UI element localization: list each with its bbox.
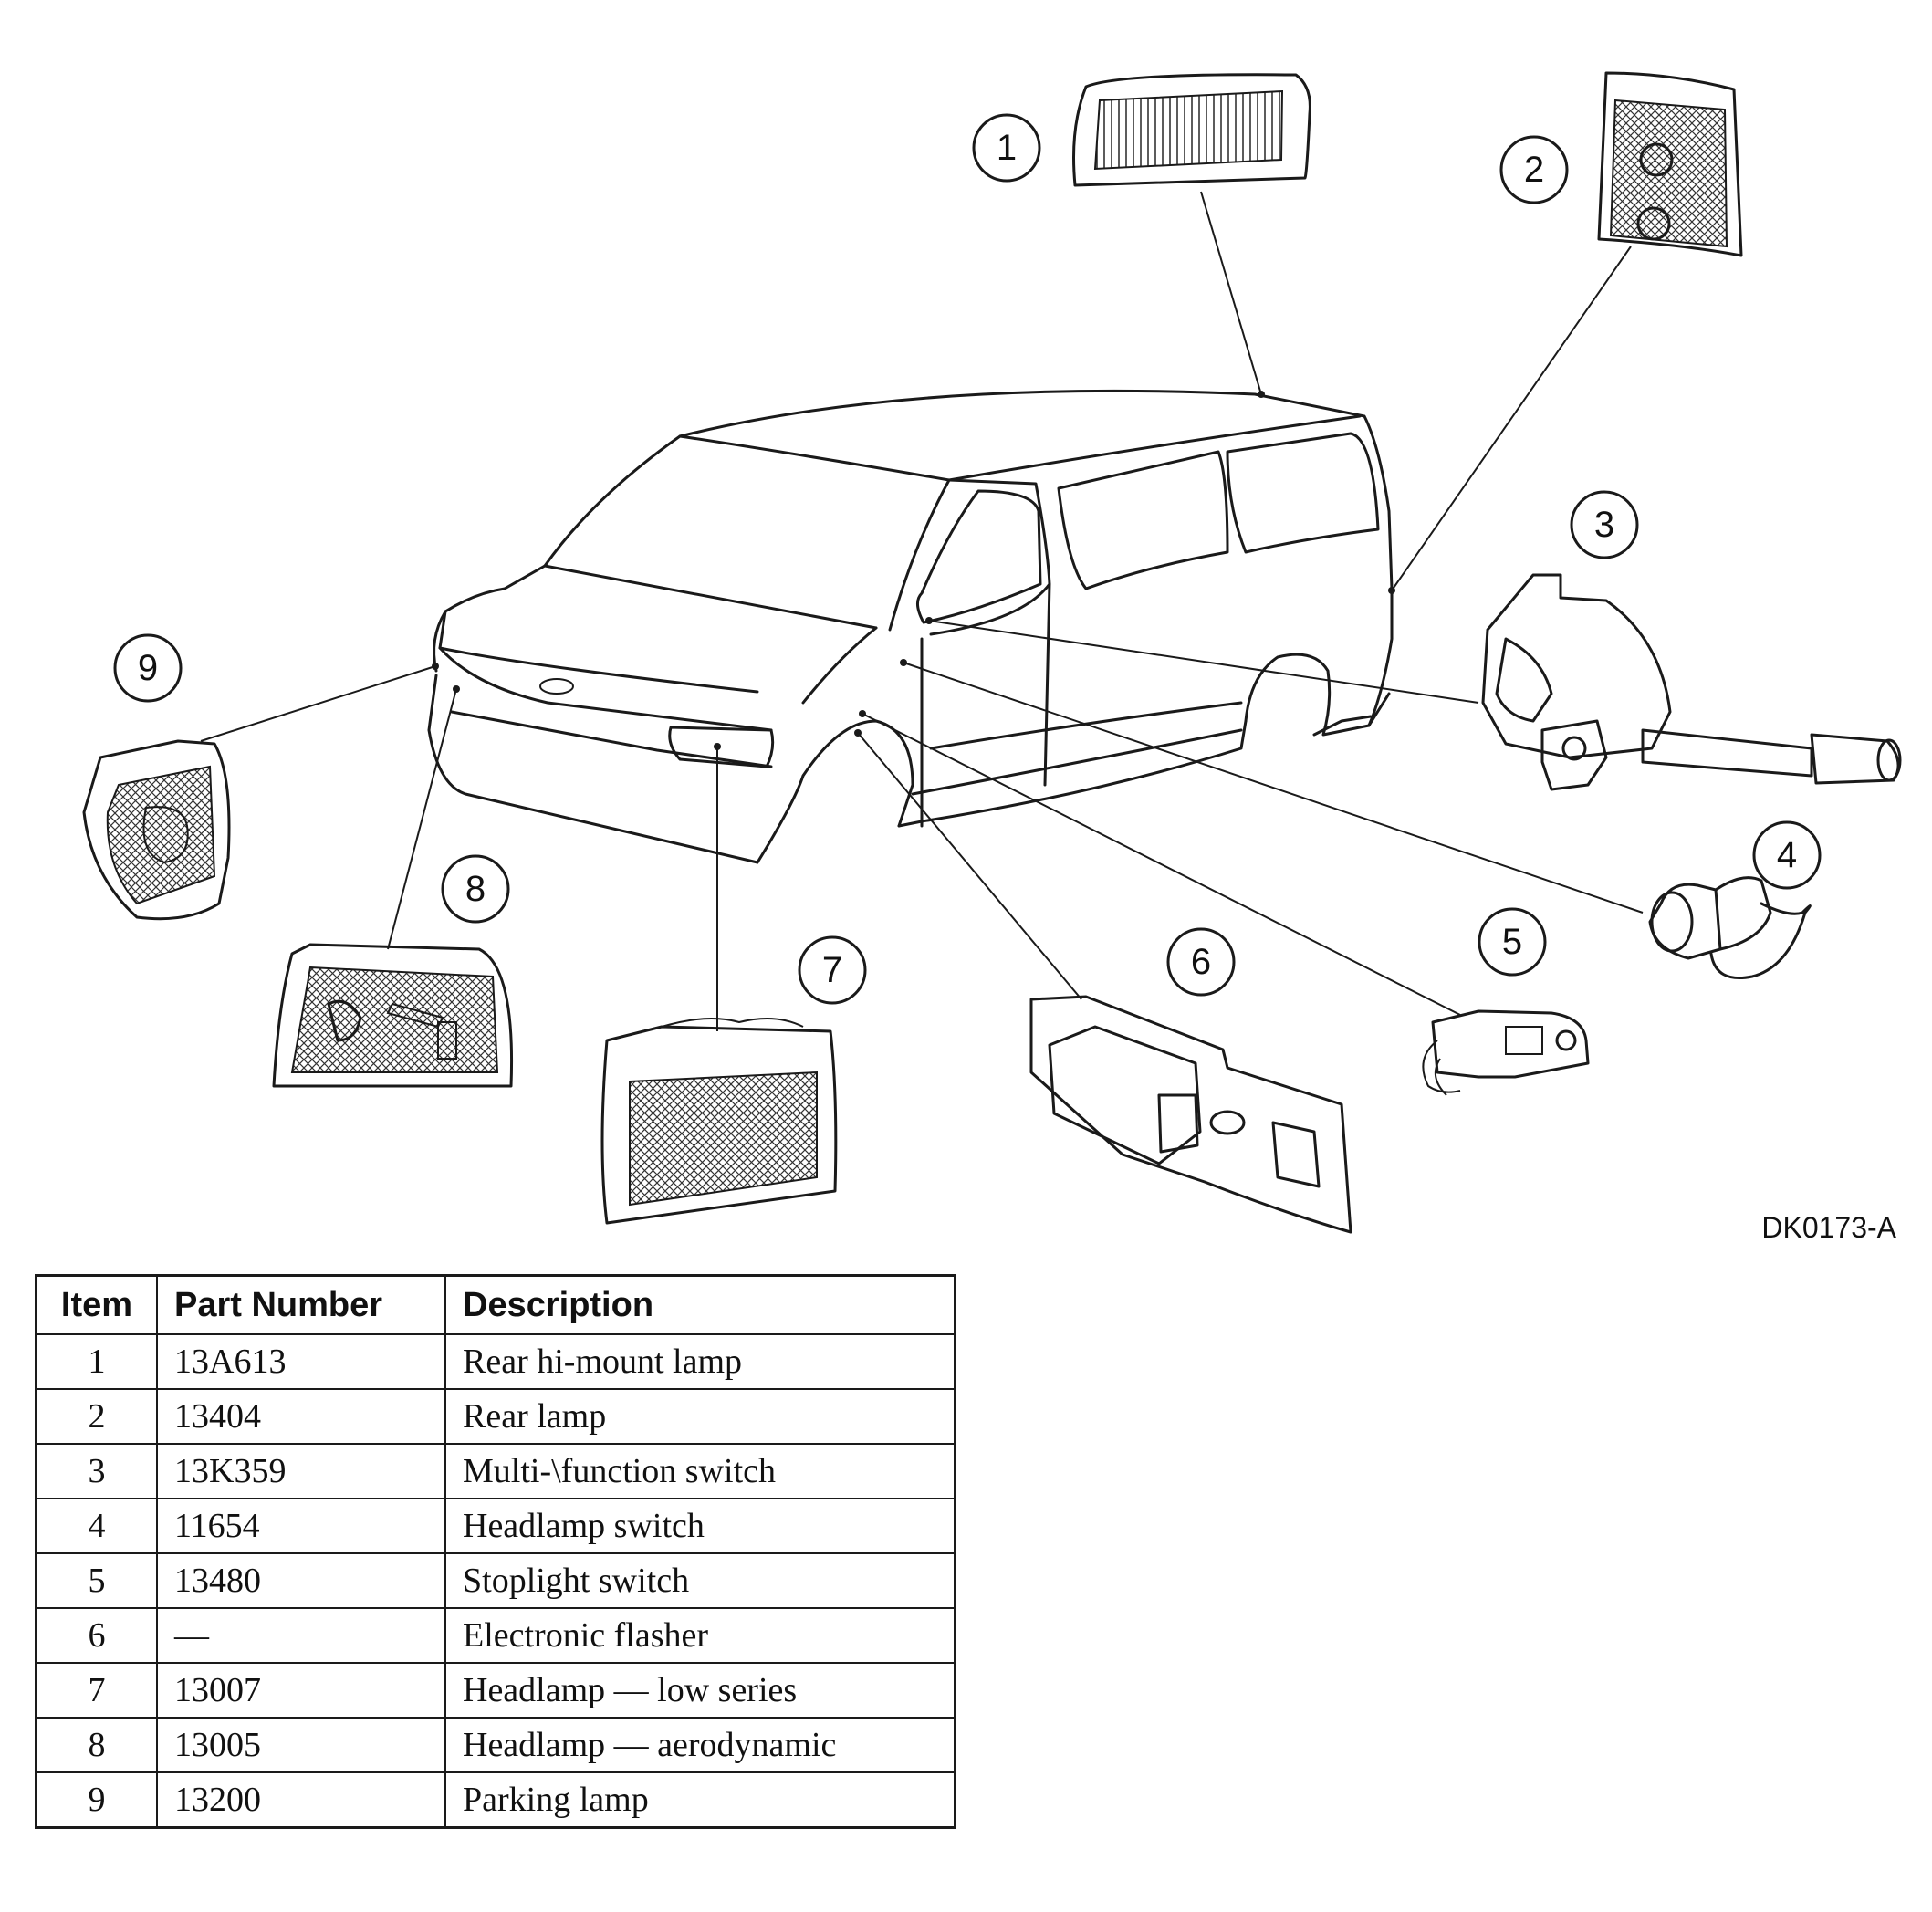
cell-description: Stoplight switch: [444, 1552, 956, 1609]
callout-8-label: 8: [465, 869, 486, 909]
cell-description: Headlamp switch: [444, 1498, 956, 1554]
headlamp-switch-drawing: [900, 659, 1812, 980]
rear-lamp-drawing: [1388, 71, 1743, 594]
callout-8: 8: [441, 854, 510, 924]
table-row: 8 13005 Headlamp — aerodynamic: [35, 1717, 956, 1773]
headlamp-low-series-drawing: [600, 743, 838, 1225]
parking-lamp-drawing: [82, 663, 439, 921]
cell-part-number: 13A613: [156, 1333, 446, 1390]
callout-7-label: 7: [822, 950, 842, 990]
callout-1: 1: [972, 113, 1041, 183]
cell-item: 4: [35, 1498, 158, 1554]
electronic-flasher-drawing: [854, 729, 1352, 1234]
rear-hi-mount-lamp-drawing: [1072, 73, 1311, 398]
table-header-row: Item Part Number Description: [35, 1274, 956, 1335]
callout-3: 3: [1570, 490, 1639, 559]
stoplight-switch-drawing: [859, 710, 1590, 1096]
cell-item: 3: [35, 1443, 158, 1499]
cell-part-number: 13200: [156, 1771, 446, 1829]
table-row: 2 13404 Rear lamp: [35, 1388, 956, 1445]
cell-description: Headlamp — low series: [444, 1662, 956, 1719]
callout-1-label: 1: [997, 128, 1017, 168]
callout-2: 2: [1499, 135, 1569, 204]
cell-part-number: 11654: [156, 1498, 446, 1554]
cell-part-number: 13005: [156, 1717, 446, 1773]
cell-description: Headlamp — aerodynamic: [444, 1717, 956, 1773]
callout-6: 6: [1166, 927, 1236, 997]
header-item: Item: [35, 1274, 158, 1335]
header-description: Description: [444, 1274, 956, 1335]
parts-table: Item Part Number Description 1 13A613 Re…: [35, 1274, 956, 1829]
callout-2-label: 2: [1524, 150, 1544, 190]
cell-item: 7: [35, 1662, 158, 1719]
callout-4-label: 4: [1777, 835, 1797, 875]
callout-5-label: 5: [1502, 922, 1522, 962]
cell-item: 6: [35, 1607, 158, 1664]
callout-9: 9: [113, 633, 183, 703]
table-row: 7 13007 Headlamp — low series: [35, 1662, 956, 1719]
van-body-drawing: [427, 389, 1394, 864]
figure-id: DK0173-A: [1761, 1211, 1896, 1244]
table-row: 1 13A613 Rear hi-mount lamp: [35, 1333, 956, 1390]
cell-part-number: —: [156, 1607, 446, 1664]
callout-3-label: 3: [1594, 505, 1614, 545]
cell-part-number: 13007: [156, 1662, 446, 1719]
exploded-diagram: 1 2 3 4 5 6 7 8 9 DK0173-A: [82, 71, 1902, 1244]
cell-item: 2: [35, 1388, 158, 1445]
cell-description: Electronic flasher: [444, 1607, 956, 1664]
cell-description: Rear hi-mount lamp: [444, 1333, 956, 1390]
cell-part-number: 13404: [156, 1388, 446, 1445]
table-row: 5 13480 Stoplight switch: [35, 1552, 956, 1609]
callout-9-label: 9: [138, 648, 158, 688]
table-row: 9 13200 Parking lamp: [35, 1771, 956, 1829]
callout-6-label: 6: [1191, 942, 1211, 982]
cell-description: Parking lamp: [444, 1771, 956, 1829]
cell-part-number: 13480: [156, 1552, 446, 1609]
cell-description: Multi-\function switch: [444, 1443, 956, 1499]
table-row: 6 — Electronic flasher: [35, 1607, 956, 1664]
callout-4: 4: [1752, 820, 1822, 890]
cell-description: Rear lamp: [444, 1388, 956, 1445]
table-row: 3 13K359 Multi-\function switch: [35, 1443, 956, 1499]
cell-part-number: 13K359: [156, 1443, 446, 1499]
header-part-number: Part Number: [156, 1274, 446, 1335]
cell-item: 8: [35, 1717, 158, 1773]
callout-7: 7: [798, 935, 867, 1005]
multi-function-switch-drawing: [925, 573, 1902, 791]
callout-5: 5: [1478, 907, 1547, 977]
headlamp-aerodynamic-drawing: [272, 685, 514, 1088]
table-row: 4 11654 Headlamp switch: [35, 1498, 956, 1554]
cell-item: 9: [35, 1771, 158, 1829]
cell-item: 5: [35, 1552, 158, 1609]
cell-item: 1: [35, 1333, 158, 1390]
